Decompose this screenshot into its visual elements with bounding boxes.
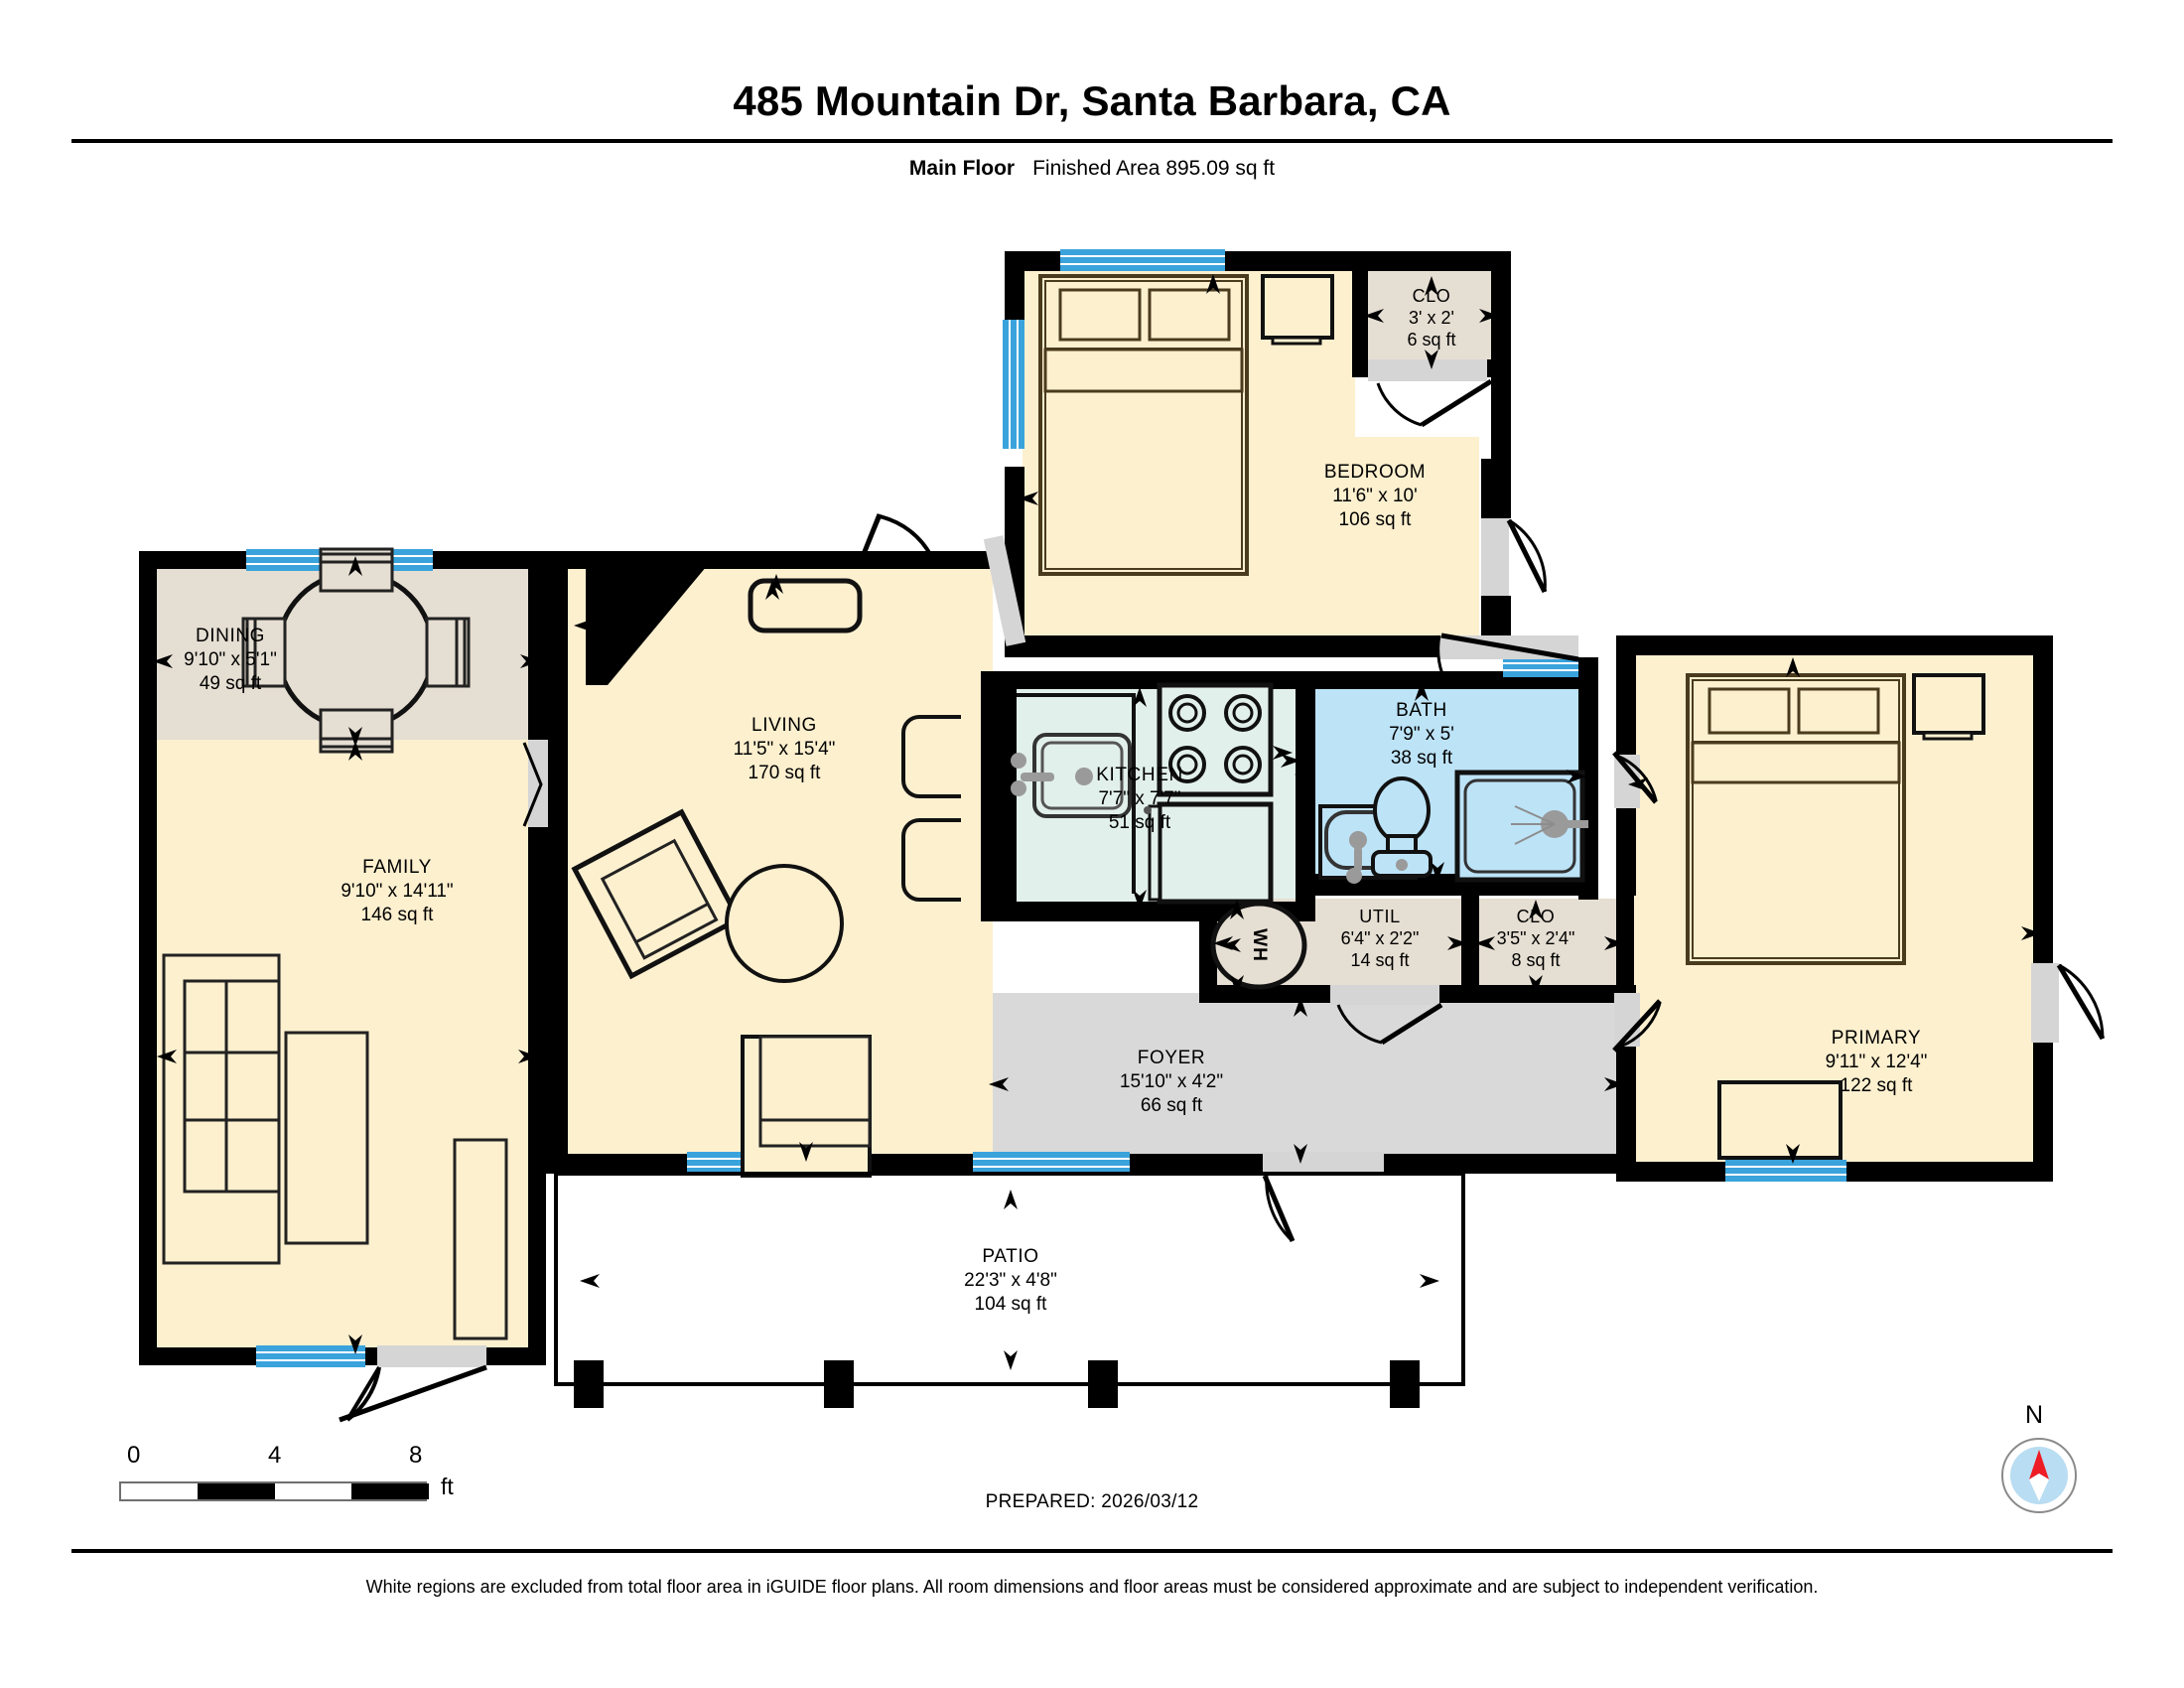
- dining-table: [241, 547, 471, 754]
- bedroom-bed: [1038, 274, 1249, 576]
- patio-outline: [554, 1172, 1465, 1408]
- kitchen-stove: [1157, 682, 1274, 797]
- prepared-date: PREPARED: 2026/03/12: [985, 1491, 1199, 1512]
- living-media-console: [748, 578, 863, 633]
- kitchen-fridge: [1144, 801, 1274, 905]
- scale-tick-8: 8: [409, 1442, 423, 1469]
- primary-dresser: [1717, 1080, 1843, 1160]
- bath-toilet: [1371, 776, 1433, 878]
- floor-label: Main Floor: [908, 157, 1016, 180]
- water-heater: [1210, 901, 1307, 990]
- doors: [339, 359, 2106, 1423]
- scale-tick-4: 4: [268, 1442, 282, 1469]
- disclaimer-text: White regions are excluded from total fl…: [365, 1577, 1819, 1597]
- water-heater-label: WH: [1249, 928, 1270, 962]
- kitchen-sink: [1011, 733, 1132, 818]
- scale-bar: [119, 1481, 429, 1501]
- floor-subheader: Main Floor Finished Area 895.09 sq ft: [0, 157, 2184, 181]
- compass-icon: [2001, 1438, 2077, 1513]
- kitchen-stools: [901, 715, 961, 902]
- compass-north-label: N: [2025, 1401, 2044, 1429]
- living-ottoman: [725, 864, 844, 983]
- primary-nightstand: [1912, 673, 1985, 741]
- family-side-unit: [453, 1138, 508, 1340]
- family-coffee-table: [284, 1031, 369, 1245]
- header-divider: [71, 139, 2113, 143]
- finished-area-label: Finished Area 895.09 sq ft: [1032, 157, 1276, 180]
- living-armchair: [571, 808, 743, 980]
- footer-divider: [71, 1549, 2113, 1553]
- scale-unit: ft: [441, 1474, 454, 1499]
- bath-shower: [1454, 770, 1588, 883]
- scale-tick-0: 0: [127, 1442, 141, 1469]
- bedroom-dresser: [1261, 274, 1334, 346]
- page-title: 485 Mountain Dr, Santa Barbara, CA: [733, 77, 1451, 124]
- primary-bed: [1686, 673, 1906, 965]
- fireplace-label: F/P: [599, 602, 632, 625]
- furniture: [162, 274, 1985, 1340]
- family-sofa: [162, 953, 281, 1265]
